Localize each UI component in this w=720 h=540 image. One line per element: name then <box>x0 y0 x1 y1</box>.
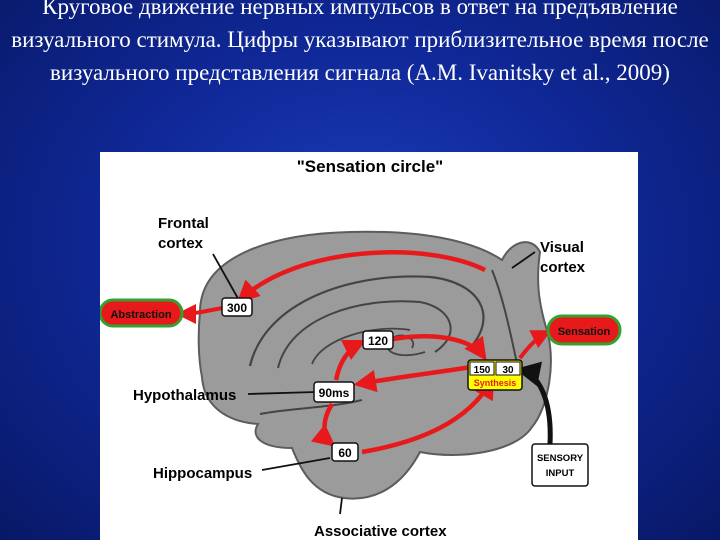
gyrus-middle <box>277 300 452 369</box>
time-150: 150 <box>474 365 491 376</box>
synthesis-label: Synthesis <box>474 378 517 388</box>
figure-panel: "Sensation circle" Frontal cortex Visual… <box>100 152 638 540</box>
abstraction-pill: Abstraction <box>100 298 184 328</box>
sensory-input-box: SENSORY INPUT <box>531 443 589 487</box>
label-hippocampus: Hippocampus <box>153 465 252 482</box>
figure-heading: "Sensation circle" <box>297 157 444 176</box>
label-frontal-2: cortex <box>158 235 204 252</box>
gyrus-inner <box>311 327 411 365</box>
time-box-300: 300 <box>221 297 253 317</box>
arrow-visual-to-frontal <box>236 250 487 304</box>
slide-title: Круговое движение нервных импульсов в от… <box>11 0 709 85</box>
leader-visual <box>511 251 536 269</box>
leader-hypothalamus <box>247 391 317 395</box>
arrow-120-to-synthesis <box>387 334 487 361</box>
label-visual-1: Visual <box>540 239 584 256</box>
time-box-60: 60 <box>331 442 359 462</box>
leader-associative <box>339 497 343 515</box>
sensation-pill: Sensation <box>546 314 622 346</box>
arrow-sensory-input <box>515 361 553 445</box>
label-frontal-1: Frontal <box>158 215 209 232</box>
gyrus-outer <box>248 275 485 367</box>
arrow-visual-to-90 <box>353 363 479 393</box>
time-60: 60 <box>338 446 352 460</box>
time-30: 30 <box>502 365 514 376</box>
sensory-line-1: SENSORY <box>537 453 584 464</box>
arrow-synthesis-to-sensation <box>518 330 552 360</box>
label-visual-2: cortex <box>540 259 586 276</box>
label-hypothalamus: Hypothalamus <box>133 387 236 404</box>
brain-shape <box>197 230 552 500</box>
time-90ms: 90ms <box>319 386 350 400</box>
label-associative: Associative cortex <box>314 523 447 540</box>
time-300: 300 <box>227 301 247 315</box>
arrow-90-to-60 <box>310 402 336 447</box>
arrow-60-to-synthesis <box>361 376 495 455</box>
time-box-120: 120 <box>362 330 394 350</box>
sensory-line-2: INPUT <box>546 468 575 479</box>
leader-frontal <box>212 253 241 303</box>
arrow-90-to-120 <box>333 339 367 381</box>
synthesis-box: 150 30 Synthesis <box>467 359 523 391</box>
abstraction-label: Abstraction <box>110 309 171 321</box>
time-box-90ms: 90ms <box>313 381 355 403</box>
sensation-label: Sensation <box>558 326 611 338</box>
leader-hippocampus <box>261 457 331 471</box>
time-120: 120 <box>368 334 388 348</box>
